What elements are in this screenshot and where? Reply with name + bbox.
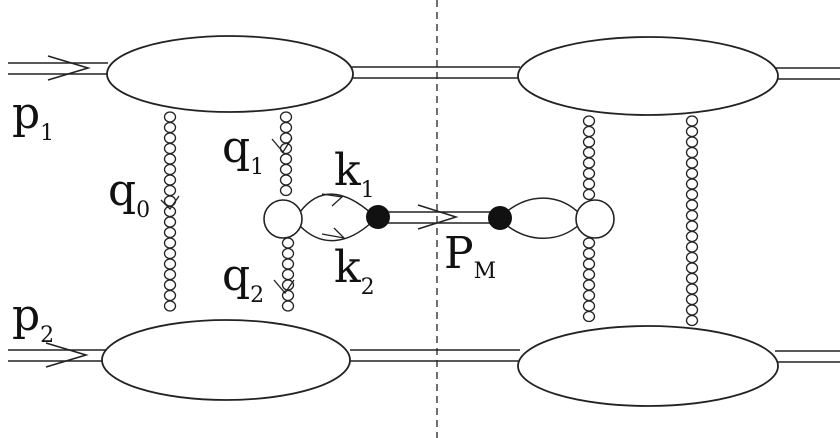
gluon-coil <box>685 209 699 222</box>
gluon-coil <box>163 163 177 176</box>
gluon-coil <box>685 230 699 243</box>
gluon-coil <box>163 121 177 134</box>
proton-blob-top-left <box>106 35 354 113</box>
gluon-coil <box>582 268 596 281</box>
gluon-coil <box>685 157 699 169</box>
label-k1: k1 <box>334 145 375 203</box>
gluon-coil <box>582 310 596 323</box>
gluon-coil <box>685 272 699 285</box>
gluon-coil <box>685 178 699 190</box>
gluon-coil <box>163 142 177 155</box>
gluon-coil <box>685 167 699 180</box>
gluon-coil <box>163 247 177 260</box>
gluon-fusion-vertex-left <box>263 199 303 239</box>
gluon-q2 <box>281 237 295 312</box>
proton-blob-top-right <box>517 36 779 116</box>
gluon-coil <box>279 153 293 165</box>
gluon-coil <box>281 237 295 249</box>
gluon-coil <box>582 237 596 249</box>
gluon-coil <box>582 157 596 169</box>
meson-vertex-right <box>488 206 512 230</box>
proton-blob-bottom-right <box>517 325 779 407</box>
gluon-coil <box>163 279 177 291</box>
gluon-coil <box>685 283 699 295</box>
gluon-coil <box>685 251 699 264</box>
gluon-right-inner <box>582 115 596 201</box>
gluon-coil <box>685 241 699 253</box>
gluon-lines <box>163 111 699 327</box>
gluon-coil <box>582 247 596 260</box>
gluon-coil <box>685 262 699 274</box>
gluon-coil <box>582 258 596 270</box>
gluon-right-outer <box>685 115 699 327</box>
gluon-coil <box>163 153 177 165</box>
gluon-right-inner-lower <box>582 237 596 323</box>
gluon-coil <box>582 125 596 138</box>
gluon-coil <box>279 184 293 197</box>
gluon-coil <box>281 247 295 260</box>
gluon-coil <box>685 188 699 201</box>
proton-line-bottom-middle <box>350 349 520 362</box>
gluon-coil <box>279 174 293 186</box>
label-p2: p2 <box>12 290 54 348</box>
gluon-coil <box>685 199 699 211</box>
gluon-coil <box>163 258 177 270</box>
gluon-coil <box>279 111 293 123</box>
label-p1: p1 <box>12 88 54 146</box>
gluon-coil <box>685 146 699 159</box>
label-k2: k2 <box>334 242 375 300</box>
gluon-coil <box>582 289 596 302</box>
gluon-coil <box>281 300 295 312</box>
label-q0: q0 <box>108 165 150 223</box>
gluon-coil <box>582 136 596 148</box>
proton-line-top-right <box>775 67 840 80</box>
gluon-coil <box>163 289 177 302</box>
gluon-coil <box>685 304 699 316</box>
gluon-coil <box>685 220 699 232</box>
gluon-coil <box>582 279 596 291</box>
gluon-momentum-arrows <box>160 137 295 295</box>
gluon-coil <box>163 226 177 239</box>
label-q2: q2 <box>222 250 264 308</box>
gluon-fusion-vertex-right <box>575 199 615 239</box>
gluon-coil <box>582 178 596 190</box>
label-PM: PM <box>444 228 496 284</box>
gluon-coil <box>582 146 596 159</box>
gluon-coil <box>582 115 596 127</box>
gluon-coil <box>582 188 596 201</box>
quark-lines-left <box>299 193 373 242</box>
meson-vertex-left <box>366 205 390 229</box>
gluon-coil <box>163 174 177 186</box>
gluon-coil <box>281 258 295 270</box>
gluon-coil <box>685 136 699 148</box>
gluon-coil <box>281 268 295 281</box>
gluon-coil <box>163 300 177 312</box>
proton-line-bottom-right <box>775 350 840 363</box>
label-q1: q1 <box>222 122 264 180</box>
gluon-q0 <box>163 111 177 312</box>
gluon-coil <box>163 268 177 281</box>
gluon-q1 <box>279 111 293 197</box>
gluon-coil <box>279 163 293 176</box>
gluon-coil <box>163 216 177 228</box>
gluon-coil <box>163 184 177 197</box>
gluon-coil <box>163 237 177 249</box>
gluon-coil <box>582 167 596 180</box>
gluon-coil <box>163 111 177 123</box>
gluon-coil <box>582 300 596 312</box>
incoming-proton-line-bottom <box>8 342 108 368</box>
quark-lines-right <box>504 197 581 239</box>
gluon-coil <box>685 314 699 327</box>
gluon-coil <box>163 132 177 144</box>
gluon-coil <box>685 293 699 306</box>
gluon-coil <box>685 115 699 127</box>
incoming-proton-line-top <box>8 55 108 81</box>
meson-line <box>380 204 500 230</box>
proton-blob-bottom-left <box>101 319 351 401</box>
gluon-coil <box>685 125 699 138</box>
gluon-coil <box>279 121 293 134</box>
proton-line-top-middle <box>350 66 520 79</box>
